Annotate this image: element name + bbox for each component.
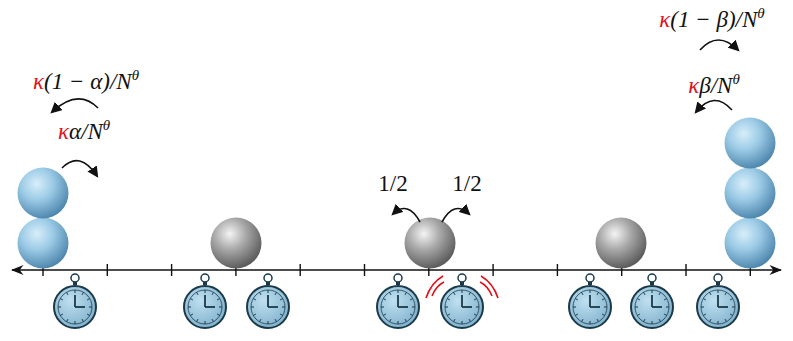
probability-label: 1/2 bbox=[378, 172, 407, 195]
particle bbox=[725, 118, 776, 169]
rate-label: κβ/Nθ bbox=[688, 72, 740, 97]
particle bbox=[211, 218, 262, 269]
rate-label: κ(1 − β)/Nθ bbox=[659, 6, 764, 31]
rate-label: κ(1 − α)/Nθ bbox=[33, 68, 139, 93]
particle bbox=[18, 218, 69, 269]
particles bbox=[18, 118, 776, 269]
probability-label: 1/2 bbox=[452, 172, 481, 195]
particle bbox=[725, 168, 776, 219]
clocks bbox=[54, 274, 739, 328]
rate-label: κα/Nθ bbox=[58, 118, 110, 143]
particle bbox=[405, 218, 456, 269]
jump-arrows bbox=[52, 40, 738, 222]
particle bbox=[596, 218, 647, 269]
ringing-marks bbox=[426, 276, 498, 298]
particle bbox=[18, 168, 69, 219]
particle bbox=[725, 218, 776, 269]
